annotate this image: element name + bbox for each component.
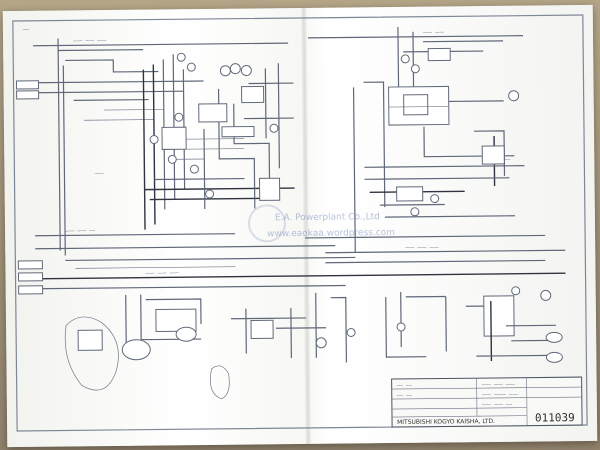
svg-text:——— ——— ———: ——— ——— ——— <box>145 270 179 276</box>
watermark: E.A. Powerplant Co.,Ltd www.eaokaa.wordp… <box>247 204 395 243</box>
svg-text:——: —— <box>504 157 511 163</box>
svg-text:——— ———: ——— ——— <box>423 29 445 35</box>
svg-text:——— ——— ——: ——— ——— —— <box>65 228 96 234</box>
piping-diagram: ——— ——— ——— ——— ——— ——— ——— —— ——— ——— —… <box>12 14 588 432</box>
svg-text:——— ——— ——: ——— ——— —— <box>482 402 513 408</box>
title-block: ——— ——— ——— ——— ———— ——— ——— ——— —— —— —… <box>391 376 583 428</box>
company-name: MITSUBISHI KOGYO KAISHA, LTD. <box>397 418 495 426</box>
drawing-sheet: ——— ——— ——— ——— ——— ——— ——— —— ——— ——— —… <box>2 4 598 448</box>
svg-text:——— ———— ———: ——— ———— ——— <box>482 392 519 398</box>
left-piping-network <box>15 38 566 400</box>
watermark-line1: E.A. Powerplant Co.,Ltd <box>275 212 380 223</box>
svg-text:—— ——: —— —— <box>397 393 413 399</box>
watermark-line2: www.eaokaa.wordpress.com <box>267 228 395 239</box>
svg-text:——— ——— ———: ——— ——— ——— <box>405 245 439 251</box>
drawing-frame <box>12 14 588 432</box>
right-piping-network <box>305 26 566 363</box>
svg-text:——— ——— ———: ——— ——— ——— <box>482 382 516 388</box>
svg-text:——: —— <box>23 27 30 33</box>
svg-text:—— ——: —— —— <box>397 383 413 389</box>
svg-text:——— ——— ———: ——— ——— ——— <box>73 38 107 44</box>
drawing-number: 011039 <box>535 411 575 424</box>
svg-text:———: ——— <box>94 171 104 177</box>
label-annotations: ——— ——— ——— ——— ——— ——— ——— —— ——— ——— —… <box>23 27 511 277</box>
